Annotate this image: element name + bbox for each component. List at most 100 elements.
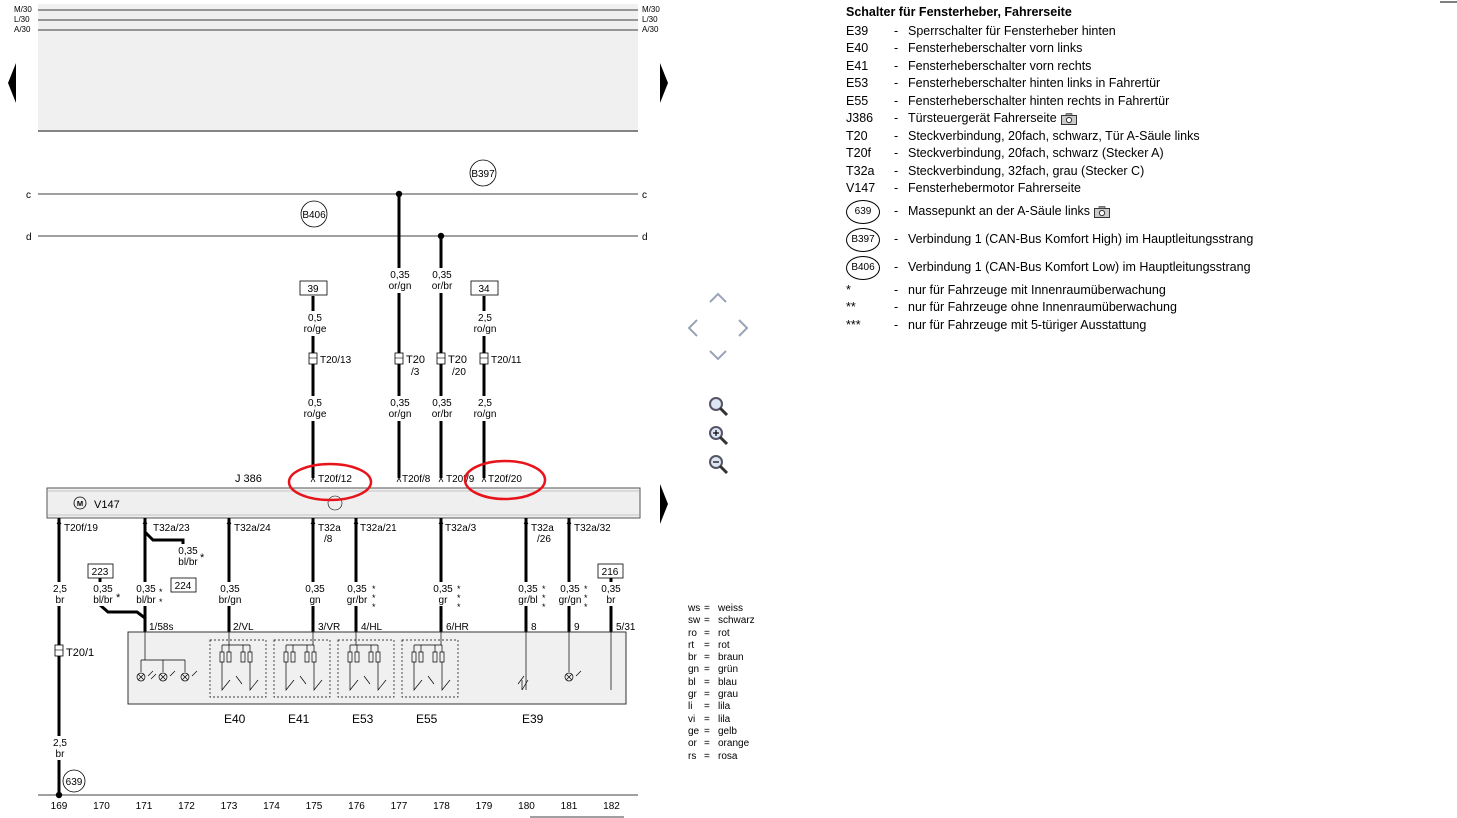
prev-page-icon[interactable] [8, 63, 16, 103]
legend-desc: Verbindung 1 (CAN-Bus Komfort High) im H… [908, 231, 1254, 246]
connector-t20-11: T20/11 [491, 355, 522, 366]
right-arrow-icon[interactable] [738, 319, 749, 337]
legend-desc: Fensterheberschalter hinten rechts in Fa… [908, 93, 1170, 108]
bus-lines: c c d d [26, 190, 648, 243]
switch-pin-2-vl: 2/VL [233, 622, 254, 633]
color-code-ws: ws=weiss [688, 603, 744, 614]
camera-icon[interactable] [1094, 205, 1111, 218]
legend-code: E55 [846, 93, 869, 108]
svg-text:2,5: 2,5 [53, 738, 67, 749]
svg-text:ro/ge: ro/ge [304, 324, 327, 335]
svg-text:*: * [200, 552, 205, 564]
switch-panel: 1/58s 2/VL 3/VR 4/HL 6/HR 8 9 5/31 [127, 622, 636, 705]
upper-wires [311, 194, 486, 478]
legend-desc: Fensterhebermotor Fahrerseite [908, 181, 1081, 195]
svg-text:0,35: 0,35 [390, 398, 410, 409]
pin-t32a-26: T32a [531, 523, 554, 534]
svg-text:bl/br: bl/br [178, 557, 198, 568]
svg-text:0,35: 0,35 [347, 584, 367, 595]
svg-text:*: * [159, 587, 163, 597]
upper-wire-labels: 0,5 ro/ge 0,5 ro/ge 0,35 or/gn 0,35 or/g… [302, 268, 499, 421]
highlight-t20f-12 [287, 462, 373, 502]
switch-pin-9: 9 [574, 622, 580, 633]
top-rails: M/30 L/30 A/30 M/30 L/30 A/30 [14, 4, 660, 132]
legend-desc: nur für Fahrzeuge mit Innenraumüberwachu… [908, 282, 1166, 297]
color-code-gn: gn=grün [688, 664, 739, 676]
label-e39: E39 [522, 712, 544, 726]
pin-t32a-32: T32a/32 [574, 523, 611, 534]
svg-text:223: 223 [92, 567, 109, 578]
color-code-vi: vi=lila [688, 713, 731, 725]
svg-text:gr: gr [439, 595, 449, 606]
svg-text:/26: /26 [537, 534, 551, 545]
splice-dot-c [395, 190, 403, 198]
label-e55: E55 [416, 712, 438, 726]
rail-label-m30-right: M/30 [642, 5, 660, 14]
svg-text:ro/gn: ro/gn [474, 409, 497, 420]
svg-text:0,5: 0,5 [308, 398, 322, 409]
legend-code: T20 [846, 128, 868, 143]
svg-text:*: * [372, 593, 376, 603]
scale-tick-169: 169 [51, 801, 68, 812]
svg-text:0,35: 0,35 [305, 584, 325, 595]
rail-label-l30-left: L/30 [14, 15, 30, 24]
svg-text:*: * [116, 592, 121, 604]
svg-text:0,35: 0,35 [518, 584, 538, 595]
legend-code: J386 [846, 111, 874, 125]
zoom-icon[interactable] [709, 397, 729, 417]
scale-tick-178: 178 [433, 801, 450, 812]
ref-box-34: 34 [470, 280, 499, 296]
switch-pin-1-58s: 1/58s [149, 622, 173, 633]
svg-text:bl/br: bl/br [93, 595, 113, 606]
scale-tick-176: 176 [348, 801, 365, 812]
zoom-out-icon[interactable] [709, 455, 729, 475]
j386-label: J 386 [235, 473, 262, 485]
bus-label-c-right: c [642, 190, 647, 201]
next-page-lower-icon[interactable] [660, 484, 668, 524]
legend-circle-639: 639-Massepunkt an der A-Säule links [846, 198, 1446, 226]
connection-b406: B406 [300, 200, 328, 228]
pin-t32a-24: T32a/24 [234, 523, 271, 534]
zoom-in-icon[interactable] [709, 426, 729, 446]
svg-text:/3: /3 [411, 367, 420, 378]
svg-text:*: * [542, 602, 546, 612]
pin-t20f-20: T20f/20 [488, 474, 522, 485]
pin-t32a-8: T32a [318, 523, 341, 534]
switch-pin-4-hl: 4/HL [361, 622, 383, 633]
color-code-ge: ge=gelb [688, 725, 737, 737]
svg-text:39: 39 [307, 284, 319, 295]
highlight-t20f-20 [463, 459, 547, 501]
connector-t20-13: T20/13 [320, 355, 352, 366]
rail-label-l30-right: L/30 [642, 15, 658, 24]
pin-t32a-23: T32a/23 [153, 523, 190, 534]
color-code-br: br=braun [688, 652, 744, 664]
down-arrow-icon[interactable] [709, 350, 727, 361]
svg-text:0,35: 0,35 [432, 398, 452, 409]
rail-label-m30-left: M/30 [14, 5, 32, 14]
svg-text:*: * [584, 602, 588, 612]
svg-text:34: 34 [478, 284, 490, 295]
left-arrow-icon[interactable] [687, 319, 698, 337]
svg-text:gr/gn: gr/gn [559, 595, 582, 606]
scale-tick-171: 171 [136, 801, 153, 812]
svg-text:0,35: 0,35 [136, 584, 156, 595]
scale-tick-181: 181 [561, 801, 578, 812]
svg-text:B397: B397 [471, 169, 495, 180]
next-page-icon[interactable] [660, 63, 668, 103]
label-e53: E53 [352, 712, 374, 726]
legend-item-e39: E39-Sperrschalter für Fensterheber hinte… [846, 23, 1446, 41]
up-arrow-icon[interactable] [709, 292, 727, 303]
camera-icon[interactable] [1060, 112, 1077, 125]
scale-tick-182: 182 [603, 801, 620, 812]
svg-text:0,35: 0,35 [560, 584, 580, 595]
pin-t20f-8: T20f/8 [402, 474, 431, 485]
legend-code: T32a [846, 163, 875, 178]
legend-code: E39 [846, 23, 869, 38]
legend-note-2: **-nur für Fahrzeuge ohne Innenraumüberw… [846, 299, 1446, 317]
color-code-rs: rs=rosa [688, 750, 738, 762]
svg-text:T20/1: T20/1 [66, 647, 94, 659]
ref-box-223: 223 [87, 563, 114, 579]
splice-dot-d [437, 232, 445, 240]
color-code-gr: gr=grau [688, 689, 739, 701]
